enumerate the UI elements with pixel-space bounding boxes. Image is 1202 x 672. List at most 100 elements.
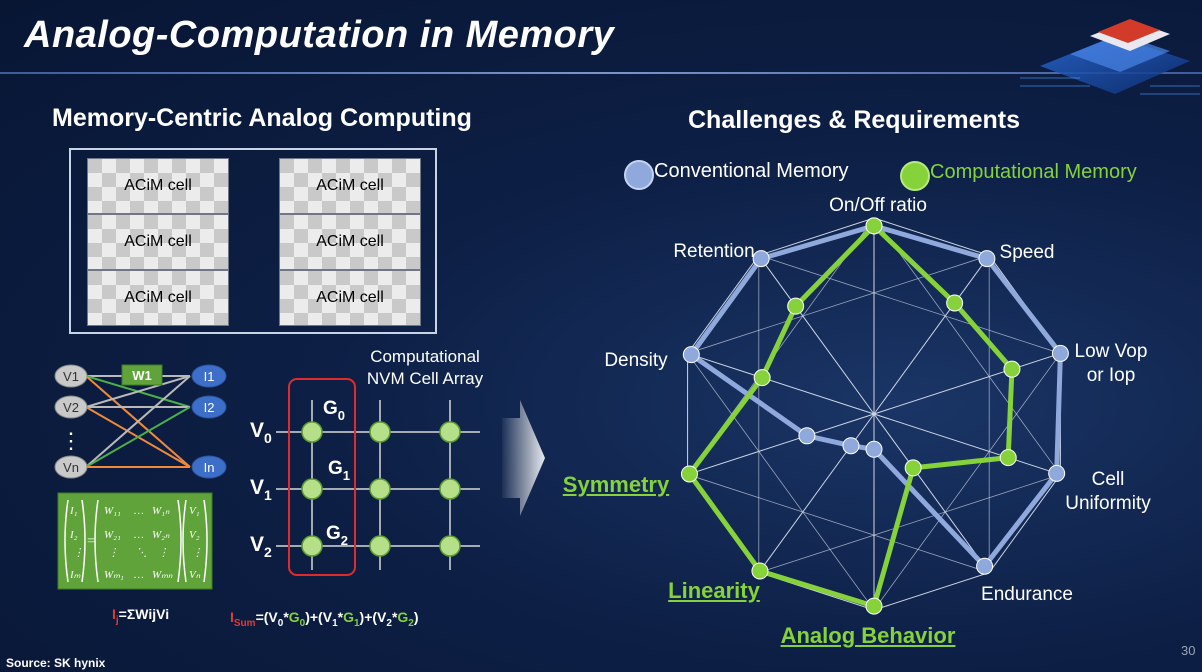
- computational-point: [1003, 360, 1021, 378]
- transition-arrow-icon: [502, 400, 545, 516]
- page-number: 30: [1181, 643, 1196, 658]
- conventional-point: [842, 437, 860, 455]
- svg-text:⋮: ⋮: [192, 547, 203, 559]
- conventional-point: [1048, 464, 1066, 482]
- output-label: I1: [204, 369, 215, 384]
- legend-conventional-label: Conventional Memory: [654, 160, 849, 182]
- computational-point: [904, 459, 922, 477]
- acim-cell: ACiM cell: [279, 270, 421, 326]
- svg-text:Vₙ: Vₙ: [189, 569, 201, 581]
- radar-spoke: [873, 413, 990, 573]
- radar-chord: [758, 474, 1061, 573]
- output-nodes: I1 I2 In: [191, 364, 227, 479]
- conductance-label: G1: [328, 458, 350, 483]
- voltage-label: V1: [250, 476, 272, 503]
- voltage-label: V0: [250, 419, 272, 446]
- formula-current: Ij=ΣWijVi: [112, 606, 170, 626]
- acim-cell: ACiM cell: [87, 270, 229, 326]
- radar-chord: [687, 353, 875, 611]
- conventional-point: [682, 346, 700, 364]
- svg-text:…: …: [134, 529, 144, 541]
- weight-box: [121, 364, 163, 386]
- svg-text:V₂: V₂: [189, 529, 200, 541]
- computational-point: [753, 369, 771, 387]
- radar-axis-label: Speed: [999, 242, 1055, 263]
- radar-axis-label: Analog Behavior: [780, 623, 956, 648]
- computational-line: [686, 223, 1015, 609]
- svg-text:W₂₁: W₂₁: [104, 529, 121, 541]
- highlight-column: [288, 378, 356, 576]
- weight-label: W1: [132, 368, 152, 383]
- radar-chord: [873, 217, 1061, 475]
- legend-computational-label: Computational Memory: [930, 161, 1137, 183]
- conventional-point: [976, 557, 994, 575]
- radar-spoke: [873, 352, 1061, 415]
- radar-axis-label: Symmetry: [562, 472, 670, 497]
- radar-chord: [687, 474, 990, 573]
- conventional-point: [978, 250, 996, 268]
- svg-text:I₂: I₂: [69, 529, 78, 541]
- acim-cell: ACiM cell: [87, 158, 229, 214]
- computational-point: [946, 294, 964, 312]
- svg-text:W₁ₙ: W₁ₙ: [152, 505, 170, 517]
- radar-axis-label: On/Off ratio: [829, 195, 927, 216]
- radar-axis-label: Endurance: [981, 584, 1073, 605]
- radar-chord: [758, 255, 1061, 354]
- title-divider: [0, 72, 1202, 74]
- radar-chord: [687, 255, 990, 354]
- output-label: In: [204, 460, 215, 475]
- computational-point: [999, 449, 1017, 467]
- svg-text:⋮: ⋮: [158, 547, 169, 559]
- computational-point: [787, 297, 805, 315]
- legend-conventional-dot: [624, 160, 654, 190]
- chip-icon: [1020, 19, 1200, 95]
- radar-spoke: [758, 255, 875, 415]
- svg-text:Iₘ: Iₘ: [69, 569, 81, 581]
- svg-text:W₁₁: W₁₁: [104, 505, 121, 517]
- acim-cell: ACiM cell: [279, 214, 421, 270]
- voltage-label: V2: [250, 533, 272, 560]
- svg-text:V₁: V₁: [189, 505, 200, 517]
- input-nodes: V1 V2 Vn ⋮: [54, 364, 88, 479]
- input-label: Vn: [63, 460, 79, 475]
- input-label: V2: [63, 400, 79, 415]
- radar-chord: [873, 353, 1061, 611]
- ellipsis-dots: ⋮: [60, 428, 82, 453]
- conventional-point: [752, 250, 770, 268]
- computational-point: [865, 217, 883, 235]
- source-note: Source: SK hynix: [6, 656, 106, 670]
- svg-text:…: …: [134, 569, 144, 581]
- svg-text:W₂ₙ: W₂ₙ: [152, 529, 170, 541]
- legend-computational-dot: [900, 161, 930, 191]
- svg-text:⋱: ⋱: [136, 547, 147, 559]
- array-title: Computational: [370, 347, 480, 366]
- conductance-label: G2: [326, 523, 348, 548]
- computational-point: [865, 597, 883, 615]
- radar-axis-label: Retention: [673, 241, 755, 262]
- left-heading: Memory-Centric Analog Computing: [52, 104, 472, 132]
- conventional-point: [1051, 344, 1069, 362]
- conventional-point: [865, 440, 883, 458]
- svg-text:=: =: [87, 534, 95, 549]
- array-title: NVM Cell Array: [367, 369, 484, 388]
- acim-cell: ACiM cell: [87, 214, 229, 270]
- conventional-point: [798, 427, 816, 445]
- svg-text:⋮: ⋮: [73, 547, 84, 559]
- input-label: V1: [63, 369, 79, 384]
- svg-text:Wₘₙ: Wₘₙ: [152, 569, 173, 581]
- formula-sum: ISum=(V0*G0)+(V1*G1)+(V2*G2): [230, 609, 419, 629]
- radar-axis-label: Density: [604, 350, 668, 371]
- radar-axis-label: Linearity: [668, 578, 760, 603]
- conductance-label: G0: [323, 398, 345, 423]
- radar-spoke: [687, 352, 875, 415]
- radar-spoke: [873, 413, 1061, 476]
- radar-spoke: [687, 413, 875, 476]
- acim-cell: ACiM cell: [279, 158, 421, 214]
- svg-text:Wₘ₁: Wₘ₁: [104, 569, 124, 581]
- computational-point: [751, 562, 769, 580]
- svg-text:⋮: ⋮: [108, 547, 119, 559]
